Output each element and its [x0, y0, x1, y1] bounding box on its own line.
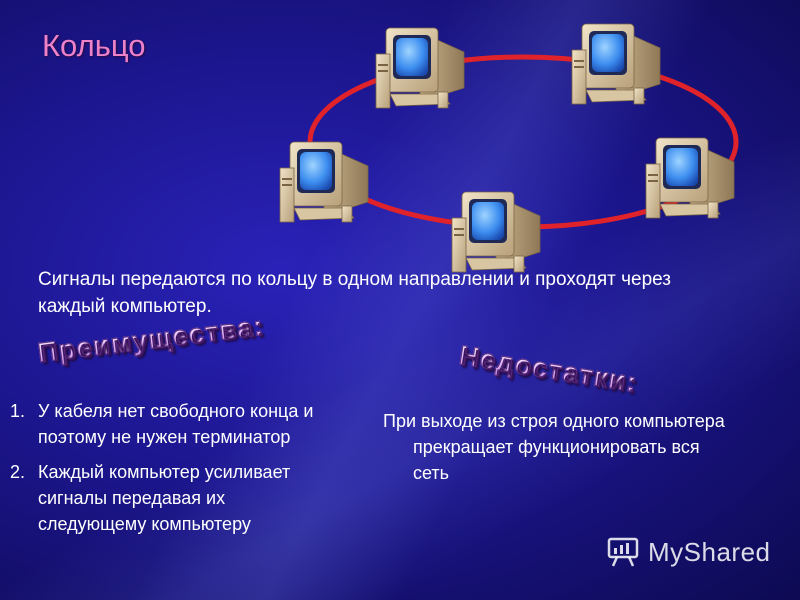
computer-icon: [571, 23, 661, 105]
list-item-text: У кабеля нет свободного конца и поэтому …: [38, 401, 314, 447]
watermark: MyShared: [606, 535, 771, 569]
computer-icon: [375, 27, 465, 109]
watermark-text: MyShared: [648, 536, 771, 567]
list-number: 1.: [10, 401, 26, 421]
list-number: 2.: [10, 462, 26, 482]
slide-title: Кольцо: [42, 28, 146, 63]
computer-icon: [645, 137, 735, 219]
advantages-list: 1. У кабеля нет свободного конца и поэто…: [10, 398, 330, 546]
presentation-board-icon: [607, 537, 639, 567]
list-item: 1. У кабеля нет свободного конца и поэто…: [10, 398, 330, 450]
description-text: Сигналы передаются по кольцу в одном нап…: [38, 269, 672, 317]
computer-icon: [451, 191, 541, 273]
list-item-text: Каждый компьютер усиливает сигналы перед…: [38, 462, 291, 534]
disadvantages-text: При выходе из строя одного компьютера пр…: [383, 411, 725, 483]
computer-icon: [279, 141, 369, 223]
list-item: 2. Каждый компьютер усиливает сигналы пе…: [10, 459, 330, 537]
